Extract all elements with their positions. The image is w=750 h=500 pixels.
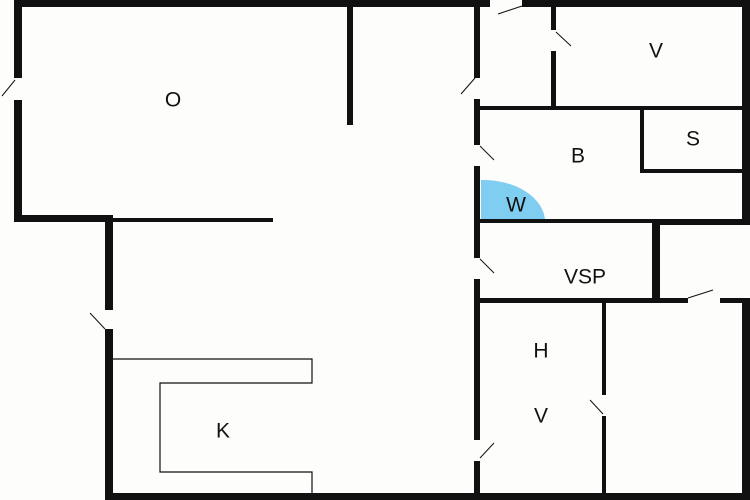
- walls: [14, 0, 750, 500]
- room-label-storage: S: [686, 128, 700, 151]
- washer-area: [481, 179, 545, 220]
- room-label-kitchen: K: [216, 420, 230, 443]
- room-label-bedroom-2: V: [534, 405, 548, 428]
- door-swings: [1, 5, 714, 459]
- room-label-living: O: [165, 89, 181, 112]
- room-label-washer: W: [506, 194, 526, 217]
- room-label-hall: H: [533, 340, 548, 363]
- kitchen-counters: [113, 358, 313, 493]
- room-label-bedroom-1: V: [649, 40, 663, 63]
- room-label-utility: VSP: [564, 266, 606, 289]
- room-label-bathroom: B: [571, 145, 585, 168]
